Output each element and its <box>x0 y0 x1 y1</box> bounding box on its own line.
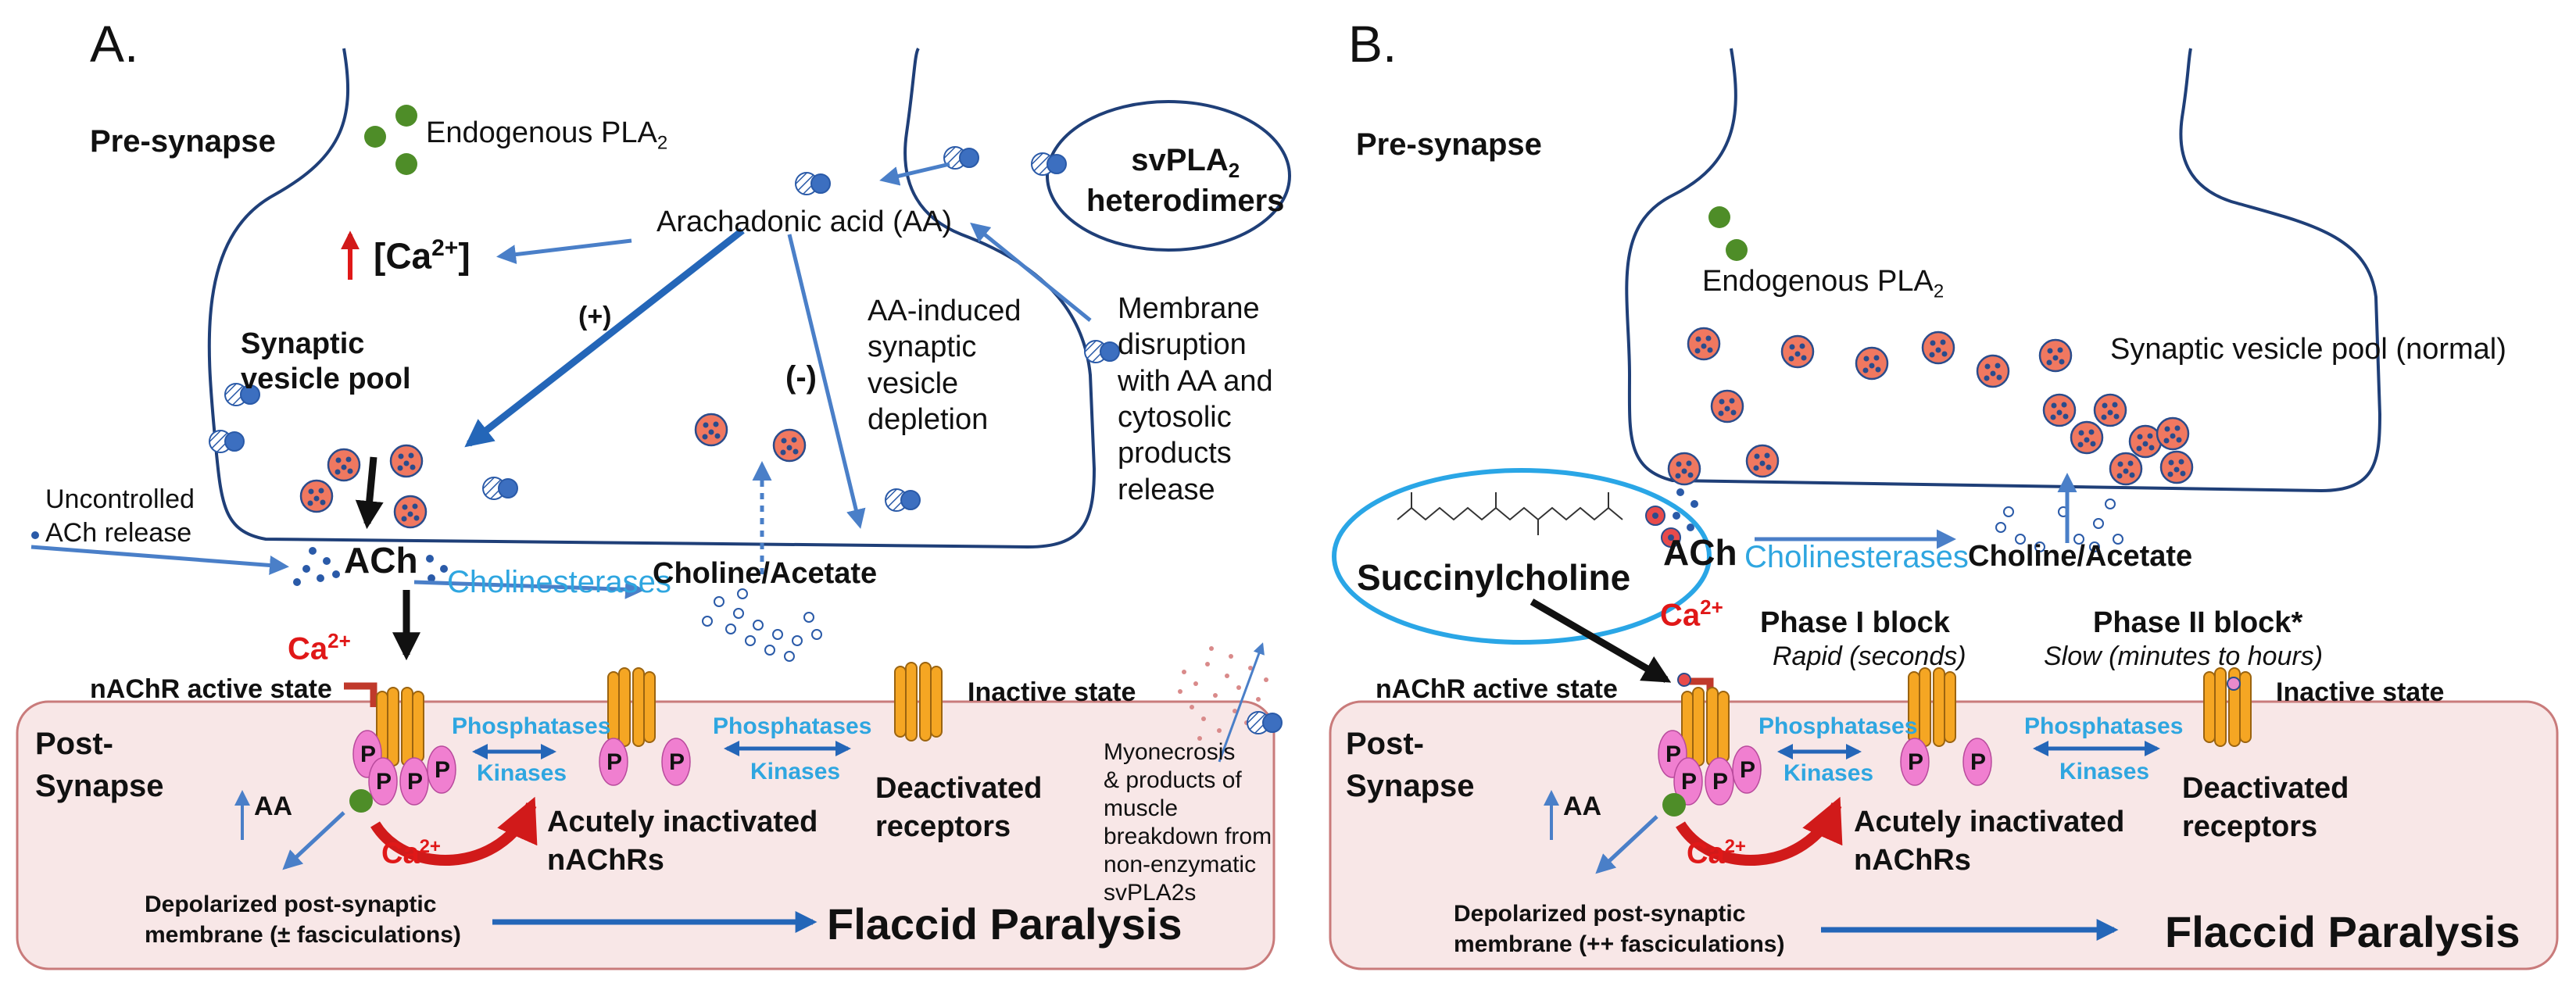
cholinesterases-label-a: Cholinesterases <box>447 565 671 599</box>
pre-synapse-label: Pre-synapse <box>90 124 276 159</box>
aa-post-label-a: AA <box>254 792 293 821</box>
phase1-title: Phase I block <box>1760 606 1950 639</box>
panel-b-letter: B. <box>1348 15 1397 73</box>
nachr-active-label-a: nAChR active state <box>90 674 332 704</box>
svpla2-ellipse <box>1046 100 1291 252</box>
synaptic-vesicle-pool-label-b: Synaptic vesicle pool (normal) <box>2110 333 2506 366</box>
ca-post-label-a: Ca2+ <box>288 629 351 666</box>
phospho-p-a5: P <box>606 749 623 775</box>
flaccid-paralysis-label-a: Flaccid Paralysis <box>827 899 1182 949</box>
endogenous-pla2-label: Endogenous PLA2 <box>426 116 668 154</box>
ach-label-a: ACh <box>344 540 418 581</box>
aa-post-label-b: AA <box>1563 792 1602 821</box>
phase1-sub: Rapid (seconds) <box>1773 641 1966 671</box>
pre-synapse-label-b: Pre-synapse <box>1356 127 1542 162</box>
presynaptic-membrane-a <box>207 47 1097 549</box>
phospho-p-b3: P <box>1712 769 1729 795</box>
minus-sign-label: (-) <box>785 360 817 395</box>
post-synapse-label-a: Post-Synapse <box>35 727 164 803</box>
endogenous-pla2-label-b: Endogenous PLA2 <box>1702 265 1945 302</box>
post-synapse-label-b: Post-Synapse <box>1346 727 1475 803</box>
phosphatases-2-a: Phosphatases <box>713 713 872 739</box>
ca-lower-label-a: Ca2+ <box>381 836 441 870</box>
phospho-p-a4: P <box>435 757 451 783</box>
succinylcholine-label: Succinylcholine <box>1357 557 1631 598</box>
plus-sign-label: (+) <box>578 302 612 331</box>
choline-acetate-label-b: Choline/Acetate <box>1968 540 2193 573</box>
kinases-2-b: Kinases <box>2059 759 2150 784</box>
phospho-p-a2: P <box>376 769 392 795</box>
phospho-p-a6: P <box>669 749 685 775</box>
panel-a-diagram <box>16 47 1291 970</box>
kinases-1-b: Kinases <box>1784 760 1874 786</box>
phase2-title: Phase II block* <box>2093 606 2303 639</box>
presynaptic-membrane-b <box>1625 48 2382 493</box>
ca-lower-label-b: Ca2+ <box>1687 836 1746 870</box>
arachidonic-acid-label: Arachadonic acid (AA) <box>657 205 953 238</box>
inactive-state-label-b: Inactive state <box>2276 677 2445 707</box>
phospho-p-b4: P <box>1740 757 1756 783</box>
panel-b-diagram <box>1329 48 2559 970</box>
panel-a-letter: A. <box>90 15 139 73</box>
succinylcholine-ellipse <box>1332 468 1712 645</box>
cholinesterases-label-b: Cholinesterases <box>1744 540 1969 574</box>
nachr-active-label-b: nAChR active state <box>1376 674 1618 704</box>
phospho-p-b6: P <box>1970 749 1987 775</box>
inactive-state-label-a: Inactive state <box>968 677 1136 707</box>
phosphatases-2-b: Phosphatases <box>2024 713 2184 739</box>
ca-post-label-b: Ca2+ <box>1660 595 1723 633</box>
phase2-sub: Slow (minutes to hours) <box>2044 641 2324 671</box>
phospho-p-b2: P <box>1681 769 1698 795</box>
choline-acetate-label-a: Choline/Acetate <box>653 557 878 590</box>
phosphatases-1-b: Phosphatases <box>1758 713 1918 739</box>
succinylcholine-structure <box>1397 492 1623 535</box>
phospho-p-a3: P <box>407 769 424 795</box>
phospho-p-b5: P <box>1908 749 1924 775</box>
phospho-p-b1: P <box>1665 741 1682 767</box>
flaccid-paralysis-label-b: Flaccid Paralysis <box>2165 907 2521 956</box>
ca-increase-label: [Ca2+] <box>374 235 470 277</box>
ach-label-b: ACh <box>1663 532 1737 573</box>
phosphatases-1-a: Phosphatases <box>452 713 611 739</box>
phospho-p-a1: P <box>360 741 377 767</box>
kinases-2-a: Kinases <box>750 759 841 784</box>
kinases-1-a: Kinases <box>477 760 567 786</box>
